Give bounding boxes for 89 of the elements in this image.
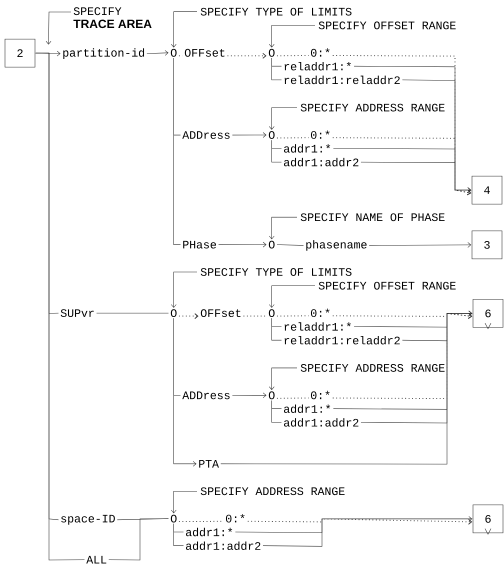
annotation-text: SPECIFY TYPE OF LIMITS [200,268,352,276]
annotation-text: SPECIFY ADDRESS RANGE [200,487,345,496]
keyword-text: reladdr1:* [284,62,351,70]
keyword-text: addr1:* [284,144,330,153]
connector-box: 4 [472,176,502,204]
connector-line [170,490,198,514]
annotation-text: SPECIFY ADDRESS RANGE [300,364,445,372]
connector-line [235,516,472,533]
option-marker: O [268,240,275,248]
connector-line [220,313,472,464]
option-marker: O [170,309,177,317]
connector-line [268,25,316,48]
connector-box: 6 [472,299,504,328]
connector-line [276,398,309,399]
annotation-text: SPECIFY ADDRESS RANGE [300,104,445,112]
default-value: 0:* [310,390,330,400]
connector-line [268,285,316,308]
annotation-text: SPECIFY TYPE OF LIMITS [200,8,352,16]
connector-line [271,400,282,423]
option-marker: O [268,131,275,139]
keyword-text: ADDress [182,392,230,400]
connector-line [271,318,282,340]
keyword-text: space-ID [61,514,115,525]
connector-box: 3 [472,230,502,260]
connector-line [170,11,198,48]
connector-line [96,312,169,314]
keyword-text: PHase [183,240,216,248]
connector-line [232,132,266,138]
connector-line [173,524,184,546]
default-value: 0:* [310,308,330,317]
default-value: 0:* [310,130,330,139]
connector-line [276,315,309,317]
connector-line [262,518,472,547]
connector-line [227,52,266,59]
connector-line [170,272,198,308]
connector-line [276,55,309,56]
connector-line [247,518,472,525]
connector-line [178,313,198,320]
keyword-text: reladdr1:reladdr2 [284,336,400,344]
annotation-text: SPECIFY OFFSET RANGE [318,22,456,30]
connector-line [146,50,168,56]
keyword-text: addr1:addr2 [284,158,358,166]
keyword-text: reladdr1:* [284,322,351,331]
keyword-text: ALL [86,556,106,564]
connector-line [232,392,266,398]
connector-line [271,140,282,162]
connector-line [360,310,472,424]
keyword-text: addr1:addr2 [284,418,358,427]
connector-line [173,58,181,245]
option-marker: O [268,391,275,400]
connector-line [218,242,266,248]
connector-line [276,244,304,246]
keyword-text: SUPvr [60,309,94,317]
connector-line [268,107,298,130]
connector-line [46,12,72,45]
connector-line [36,52,85,560]
keyword-text: reladdr1:reladdr2 [284,76,400,84]
option-marker: O [268,309,275,317]
annotation-text: SPECIFY OFFSET RANGE [318,282,456,290]
connector-line [271,58,282,80]
keyword-text: OFFset [184,48,224,57]
option-marker: O [170,514,177,523]
connector-line [243,316,267,317]
connector-line [268,368,298,390]
connector-box: 6 [472,504,504,534]
connector-line [108,518,169,560]
keyword-text: addr1:addr2 [186,541,260,550]
annotation-text: SPECIFY NAME OF PHASE [300,213,445,222]
connector-line [332,137,472,196]
default-value: 0:* [310,48,330,57]
option-marker: O [170,48,177,57]
annotation-text: SPECIFY TRACE AREA [73,7,152,28]
connector-line [368,242,472,248]
connector-box: 2 [4,38,36,68]
keyword-text: phasename [306,240,367,251]
connector-line [268,216,298,240]
connector-line [276,137,309,138]
option-marker: O [268,48,275,57]
keyword-text: PTA [199,460,219,468]
keyword-text: addr1:* [284,404,330,413]
connector-line [360,162,472,193]
keyword-text: OFFset [200,309,240,317]
default-value: 0:* [226,514,245,523]
keyword-text: addr1:* [186,528,232,536]
keyword-text: partition-id [63,48,144,59]
keyword-text: ADDress [182,131,230,139]
connector-line [173,318,196,467]
connector-line [332,55,472,196]
connector-line [178,520,224,522]
